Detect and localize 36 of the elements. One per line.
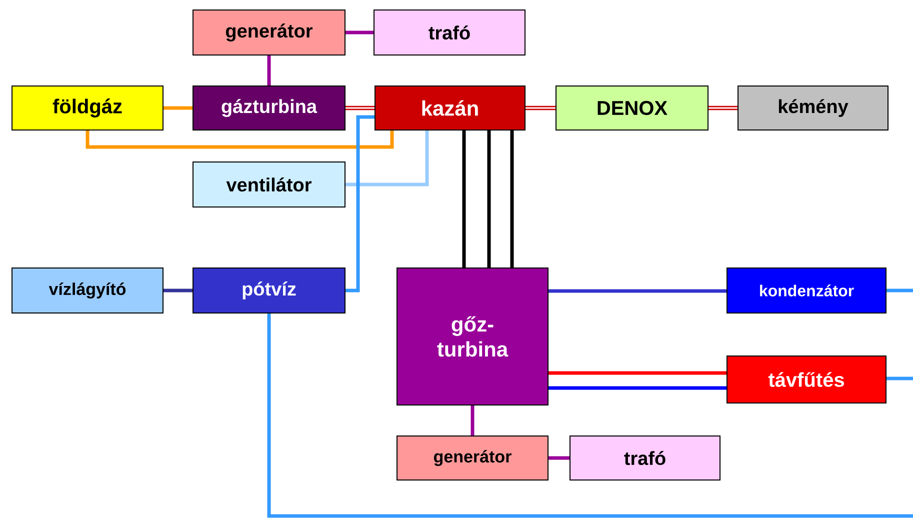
connector-line bbox=[470, 406, 474, 436]
connector-line bbox=[267, 314, 913, 518]
process-box: ventilátor bbox=[192, 162, 346, 208]
connector-line bbox=[346, 115, 374, 292]
connector-line bbox=[267, 56, 271, 86]
connector-line bbox=[886, 376, 913, 380]
process-box: vízlágyító bbox=[12, 268, 164, 314]
connector-line bbox=[548, 386, 726, 390]
process-box: generátor bbox=[396, 436, 548, 480]
connector-line bbox=[346, 106, 374, 110]
connector-line bbox=[548, 289, 726, 293]
connector-line bbox=[462, 130, 466, 268]
process-box: gőz- turbina bbox=[396, 268, 548, 406]
connector-line bbox=[510, 130, 514, 268]
connector-line bbox=[86, 130, 394, 149]
process-box: pótvíz bbox=[192, 268, 346, 314]
connector-line bbox=[346, 130, 429, 186]
connector-line bbox=[526, 106, 556, 110]
connector-line bbox=[548, 456, 570, 460]
process-box: kazán bbox=[374, 86, 526, 130]
process-box: kondenzátor bbox=[726, 268, 886, 314]
process-box: trafó bbox=[570, 436, 720, 480]
process-box: trafó bbox=[374, 10, 526, 56]
connector-line bbox=[886, 288, 913, 292]
process-box: földgáz bbox=[12, 86, 164, 130]
connector-line bbox=[164, 288, 192, 292]
connector-line bbox=[487, 130, 491, 268]
process-box: távfűtés bbox=[726, 356, 886, 404]
process-box: gázturbina bbox=[192, 86, 346, 130]
process-box: generátor bbox=[192, 10, 346, 56]
connector-line bbox=[346, 30, 374, 34]
process-box: DENOX bbox=[556, 86, 708, 130]
process-box: kémény bbox=[738, 86, 888, 130]
connector-line bbox=[164, 106, 192, 110]
connector-line bbox=[708, 106, 738, 110]
connector-line bbox=[548, 371, 726, 375]
